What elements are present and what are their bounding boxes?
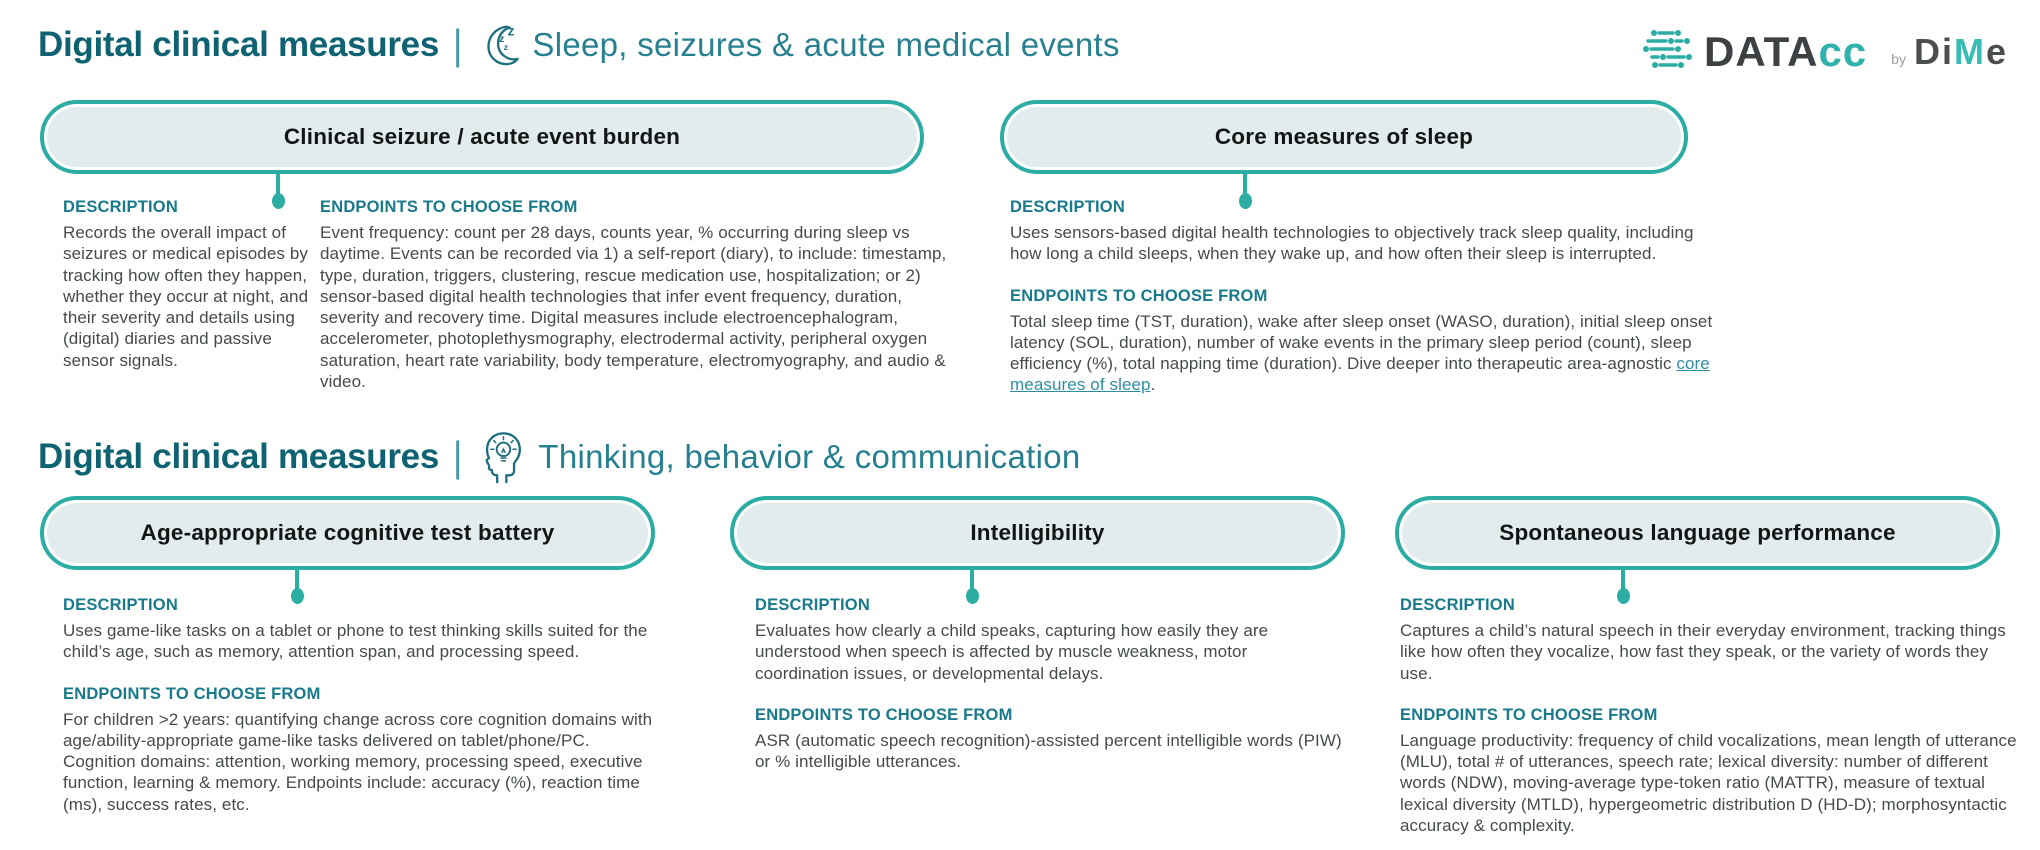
- svg-text:z: z: [508, 23, 515, 38]
- pill-core-measures-of-sleep: Core measures of sleep: [1000, 100, 1688, 174]
- dime-word-e: e: [1985, 30, 2008, 72]
- description-label: DESCRIPTION: [1010, 198, 1125, 216]
- dime-word-di: Di: [1913, 30, 1954, 72]
- section2-header: Digital clinical measures | Thinking, be…: [38, 430, 1081, 484]
- title-separator: |: [453, 432, 463, 480]
- endpoints-text-after-link: .: [1150, 375, 1156, 395]
- core-measures-of-sleep-link[interactable]: core measures of sleep: [1010, 354, 1710, 395]
- by-label: by: [1891, 50, 1906, 67]
- endpoints-text: For children >2 years: quantifying chang…: [63, 709, 653, 814]
- datacc-word-data: DATA: [1704, 27, 1819, 75]
- connector-dot: [1617, 588, 1630, 604]
- section1-subtitle: Sleep, seizures & acute medical events: [532, 26, 1120, 63]
- connector-line: [276, 172, 280, 195]
- connector-dot: [1239, 193, 1252, 209]
- description-text: Uses game-like tasks on a tablet or phon…: [63, 621, 648, 662]
- pill-clinical-seizure-acute-event-burden: Clinical seizure / acute event burden: [40, 100, 924, 174]
- moon-zzz-icon: z z z: [476, 22, 522, 68]
- connector-line: [970, 568, 974, 590]
- dime-word-m: M: [1953, 30, 1986, 72]
- endpoints-label: ENDPOINTS TO CHOOSE FROM: [1010, 286, 1268, 305]
- endpoints-text: ASR (automatic speech recognition)-assis…: [755, 730, 1342, 771]
- endpoints-label: ENDPOINTS TO CHOOSE FROM: [755, 705, 1013, 724]
- pill-label: Spontaneous language performance: [1499, 520, 1896, 545]
- pill-age-appropriate-cognitive-test-battery: Age-appropriate cognitive test battery: [40, 496, 655, 570]
- svg-text:z: z: [504, 42, 508, 52]
- dime-wordmark: DiMe: [1913, 30, 2008, 72]
- pill-label: Intelligibility: [970, 520, 1105, 545]
- svg-text:z: z: [499, 33, 504, 45]
- title-separator: |: [453, 20, 463, 69]
- cognitive-details-column: DESCRIPTION Uses game-like tasks on a ta…: [63, 596, 655, 815]
- description-label: DESCRIPTION: [1400, 596, 1515, 614]
- section1-header: Digital clinical measures | z z z Sleep,…: [38, 20, 1120, 69]
- endpoints-label: ENDPOINTS TO CHOOSE FROM: [1400, 705, 1658, 724]
- endpoints-label: ENDPOINTS TO CHOOSE FROM: [63, 684, 321, 703]
- connector-dot: [272, 193, 285, 209]
- pill-label: Core measures of sleep: [1214, 124, 1474, 149]
- description-text: Evaluates how clearly a child speaks, ca…: [755, 621, 1269, 683]
- endpoints-text: Total sleep time (TST, duration), wake a…: [1010, 311, 1716, 396]
- head-lightbulb-icon: [476, 430, 528, 484]
- description-label: DESCRIPTION: [63, 596, 178, 614]
- section1-title: Digital clinical measures: [38, 25, 440, 64]
- connector-line: [295, 568, 299, 590]
- datacc-wordmark: DATAcc: [1704, 27, 1868, 75]
- endpoints-label: ENDPOINTS TO CHOOSE FROM: [320, 198, 578, 216]
- endpoints-text: Event frequency: count per 28 days, coun…: [320, 223, 947, 391]
- pill-intelligibility: Intelligibility: [730, 496, 1345, 570]
- description-label: DESCRIPTION: [755, 596, 870, 614]
- endpoints-text-before-link: Total sleep time (TST, duration), wake a…: [1010, 311, 1713, 374]
- sleep-details-column: DESCRIPTION Uses sensors-based digital h…: [1010, 198, 1716, 396]
- datacc-logo: DATAcc: [1642, 26, 1867, 77]
- description-label: DESCRIPTION: [63, 198, 178, 216]
- language-details-column: DESCRIPTION Captures a child’s natural s…: [1400, 596, 2018, 836]
- brand-bar: DATAcc by DiMe: [1642, 26, 2008, 77]
- pill-spontaneous-language-performance: Spontaneous language performance: [1395, 496, 2000, 570]
- datacc-word-cc: cc: [1818, 27, 1868, 75]
- endpoints-text: Language productivity: frequency of chil…: [1400, 730, 2017, 835]
- pill-label: Age-appropriate cognitive test battery: [140, 520, 555, 545]
- connector-line: [1621, 568, 1625, 590]
- dime-logo: by DiMe: [1891, 30, 2008, 72]
- section2-subtitle: Thinking, behavior & communication: [538, 438, 1081, 475]
- description-text: Captures a child’s natural speech in the…: [1400, 621, 2006, 683]
- description-text: Records the overall impact of seizures o…: [63, 223, 309, 370]
- pill-label: Clinical seizure / acute event burden: [283, 124, 681, 149]
- section2-title: Digital clinical measures: [38, 437, 440, 476]
- intelligibility-details-column: DESCRIPTION Evaluates how clearly a chil…: [755, 596, 1343, 772]
- connector-dot: [291, 588, 304, 604]
- connector-line: [1243, 172, 1247, 195]
- description-text: Uses sensors-based digital health techno…: [1010, 223, 1694, 264]
- datacc-network-icon: [1642, 26, 1694, 77]
- connector-dot: [966, 588, 979, 604]
- seizure-endpoints-column: ENDPOINTS TO CHOOSE FROM Event frequency…: [320, 198, 954, 392]
- seizure-description-column: DESCRIPTION Records the overall impact o…: [63, 198, 313, 371]
